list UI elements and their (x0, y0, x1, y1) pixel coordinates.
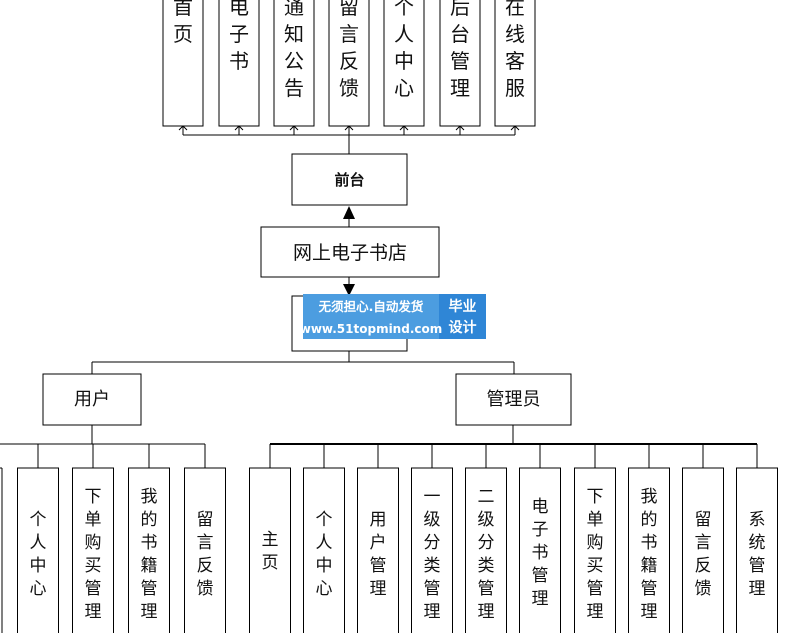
admin-module-label-2: 用户管理 (370, 510, 387, 599)
admin-module-box-6 (574, 467, 616, 633)
admin-module-box-8 (682, 467, 724, 633)
admin-module-label-5: 电子书管理 (532, 497, 549, 609)
frontend-node-label: 前台 (334, 171, 364, 189)
admin-module-label-4: 二级分类管理 (478, 487, 495, 622)
svg-text:设计: 设计 (449, 319, 477, 336)
watermark-logo: 无须担心.自动发货 www.51topmind.com 毕业 设计 (300, 294, 486, 339)
frontend-module-box-4 (383, 0, 425, 127)
frontend-connectors (178, 125, 520, 154)
root-to-frontend-arrow (343, 206, 355, 219)
admin-module-label-1: 个人中心 (316, 510, 333, 599)
admin-module-label-9: 系统管理 (749, 510, 766, 599)
user-module-box-0 (17, 467, 59, 633)
svg-text:www.51topmind.com: www.51topmind.com (300, 322, 443, 336)
frontend-module-label-2: 通知公告 (284, 0, 304, 100)
admin-module-box-3 (411, 467, 453, 633)
user-module-box-3 (184, 467, 226, 633)
frontend-module-label-1: 电子书 (229, 0, 249, 73)
frontend-module-label-6: 在线客服 (505, 0, 525, 100)
root-to-backend-arrow (343, 284, 355, 296)
user-module-label-3: 留言反馈 (197, 510, 214, 599)
frontend-module-box-5 (439, 0, 481, 127)
user-module-label-2: 我的书籍管理 (141, 487, 158, 622)
admin-module-group: 主页 个人中心 用户管理 一级分类管理 二级分类管理 电子书管理 下单购买管理 我的书籍管理 留… (249, 467, 778, 633)
admin-module-box-9 (736, 467, 778, 633)
user-role-box (42, 373, 142, 426)
frontend-module-box-0 (162, 0, 204, 127)
admin-module-label-3: 一级分类管理 (424, 487, 441, 622)
frontend-module-box-6 (494, 0, 536, 127)
svg-text:毕业: 毕业 (449, 298, 477, 315)
admin-module-label-0: 主页 (262, 530, 279, 573)
frontend-module-box-1 (218, 0, 260, 127)
frontend-module-box-2 (273, 0, 315, 127)
frontend-module-label-0: 首页 (173, 0, 193, 46)
user-module-box-1 (72, 467, 114, 633)
admin-module-box-7 (628, 467, 670, 633)
admin-module-label-8: 留言反馈 (695, 510, 712, 599)
admin-module-connectors (269, 425, 758, 468)
user-module-group: 个人中心 下单购买管理 我的书籍管理 留言反馈 (17, 467, 226, 633)
user-role-label: 用户 (74, 389, 110, 410)
frontend-module-label-4: 个人中心 (394, 0, 414, 100)
root-node-label: 网上电子书店 (293, 242, 407, 264)
user-module-connectors (0, 425, 206, 468)
admin-module-label-6: 下单购买管理 (587, 487, 604, 622)
frontend-node-box (291, 153, 408, 206)
admin-role-label: 管理员 (487, 389, 541, 410)
user-module-label-1: 下单购买管理 (85, 487, 102, 622)
admin-module-label-7: 我的书籍管理 (641, 487, 658, 622)
svg-text:无须担心.自动发货: 无须担心.自动发货 (318, 299, 424, 314)
role-connectors (91, 351, 515, 374)
admin-module-box-4 (465, 467, 507, 633)
admin-role-box (455, 373, 572, 426)
frontend-module-box-3 (328, 0, 370, 127)
admin-module-box-5 (519, 467, 561, 633)
root-node-box (260, 226, 440, 278)
admin-module-box-1 (303, 467, 345, 633)
user-module-box-2 (128, 467, 170, 633)
frontend-module-label-5: 后台管理 (450, 0, 470, 100)
user-module-label-0: 个人中心 (30, 510, 47, 599)
frontend-module-group: 首页 电子书 通知公告 留言反馈 个人中心 后台管理 在线客服 (162, 0, 536, 127)
admin-module-box-2 (357, 467, 399, 633)
admin-module-box-0 (249, 467, 291, 633)
frontend-module-label-3: 留言反馈 (339, 0, 359, 100)
